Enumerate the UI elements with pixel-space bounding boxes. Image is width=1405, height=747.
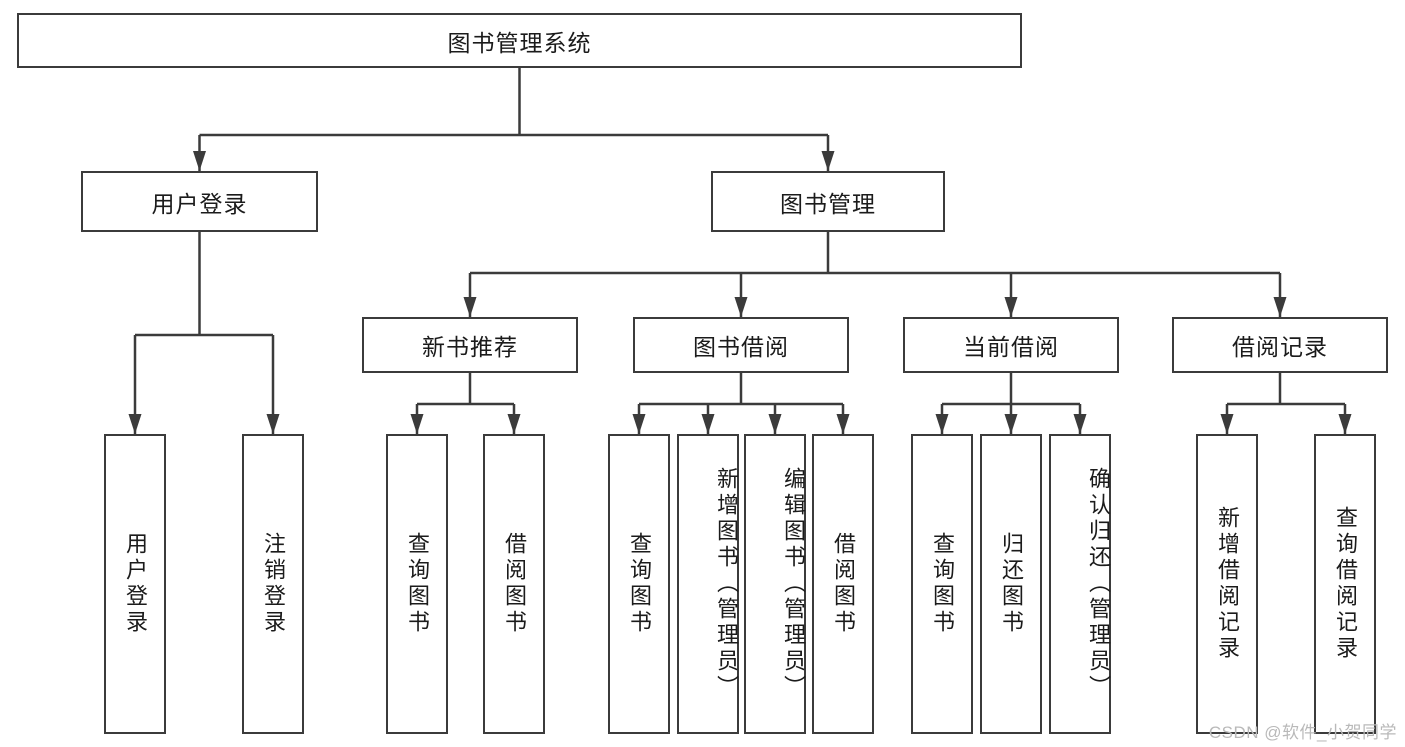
arrowhead-leaf-cb-return (1004, 414, 1018, 434)
node-leaf-rec-borrow[interactable]: 借阅图书 (483, 434, 545, 734)
node-leaf-bb-add[interactable]: 新增图书（管理员） (677, 434, 739, 734)
node-label: 查询图书 (627, 532, 652, 636)
node-label: 查询图书 (930, 532, 955, 636)
node-root[interactable]: 图书管理系统 (17, 13, 1022, 68)
arrowhead-book-manage (821, 151, 835, 171)
node-label: 借阅图书 (831, 532, 856, 636)
node-label: 新增图书（管理员） (714, 467, 739, 701)
arrowhead-leaf-cb-confirm (1073, 414, 1087, 434)
node-label: 注销登录 (261, 532, 286, 636)
node-book-manage[interactable]: 图书管理 (711, 171, 945, 232)
node-leaf-br-query[interactable]: 查询借阅记录 (1314, 434, 1376, 734)
arrowhead-new-book-rec (463, 297, 477, 317)
node-label: 图书借阅 (693, 334, 789, 360)
arrowhead-book-borrow (734, 297, 748, 317)
arrowhead-leaf-bb-borrow (836, 414, 850, 434)
arrowhead-leaf-rec-borrow (507, 414, 521, 434)
node-label: 图书管理系统 (447, 29, 592, 56)
node-new-book-rec[interactable]: 新书推荐 (362, 317, 578, 373)
node-label: 确认归还（管理员） (1086, 467, 1111, 701)
node-user-login[interactable]: 用户登录 (81, 171, 318, 232)
node-leaf-user-logout[interactable]: 注销登录 (242, 434, 304, 734)
node-label: 借阅记录 (1232, 334, 1328, 360)
arrowhead-leaf-br-add (1220, 414, 1234, 434)
node-leaf-cb-query[interactable]: 查询图书 (911, 434, 973, 734)
arrowhead-leaf-rec-query (410, 414, 424, 434)
node-borrow-record[interactable]: 借阅记录 (1172, 317, 1388, 373)
node-label: 归还图书 (999, 532, 1024, 636)
arrowhead-current-borrow (1004, 297, 1018, 317)
node-label: 借阅图书 (502, 532, 527, 636)
node-current-borrow[interactable]: 当前借阅 (903, 317, 1119, 373)
node-label: 图书管理 (780, 190, 876, 217)
arrowhead-leaf-bb-edit (768, 414, 782, 434)
node-leaf-bb-query[interactable]: 查询图书 (608, 434, 670, 734)
node-label: 当前借阅 (963, 334, 1059, 360)
node-book-borrow[interactable]: 图书借阅 (633, 317, 849, 373)
node-label: 用户登录 (123, 532, 148, 636)
arrowhead-borrow-record (1273, 297, 1287, 317)
node-label: 新增借阅记录 (1215, 506, 1240, 662)
node-label: 用户登录 (151, 190, 248, 217)
node-leaf-bb-borrow[interactable]: 借阅图书 (812, 434, 874, 734)
node-label: 查询图书 (405, 532, 430, 636)
arrowhead-leaf-cb-query (935, 414, 949, 434)
node-label: 查询借阅记录 (1333, 506, 1358, 662)
node-leaf-rec-query[interactable]: 查询图书 (386, 434, 448, 734)
node-leaf-bb-edit[interactable]: 编辑图书（管理员） (744, 434, 806, 734)
arrowhead-leaf-user-logout (266, 414, 280, 434)
arrowhead-user-login (193, 151, 206, 171)
node-label: 编辑图书（管理员） (781, 467, 806, 701)
arrowhead-leaf-bb-query (632, 414, 646, 434)
node-leaf-br-add[interactable]: 新增借阅记录 (1196, 434, 1258, 734)
arrowhead-leaf-bb-add (701, 414, 715, 434)
arrowhead-leaf-user-login (128, 414, 142, 434)
arrowhead-leaf-br-query (1338, 414, 1352, 434)
node-leaf-cb-return[interactable]: 归还图书 (980, 434, 1042, 734)
node-label: 新书推荐 (422, 334, 518, 360)
node-leaf-user-login[interactable]: 用户登录 (104, 434, 166, 734)
node-leaf-cb-confirm[interactable]: 确认归还（管理员） (1049, 434, 1111, 734)
